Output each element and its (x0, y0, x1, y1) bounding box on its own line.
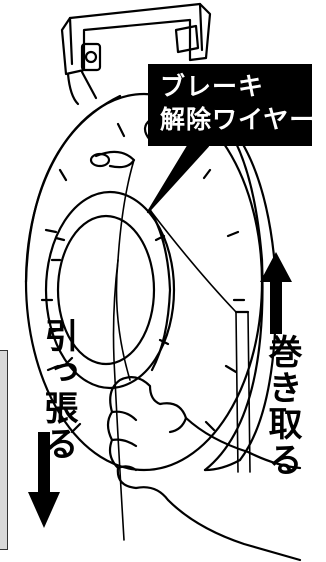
wind-label: 巻き取る (262, 334, 302, 478)
brake-release-wire-callout: ブレーキ 解除ワイヤー (148, 64, 316, 146)
arrow-up-icon (260, 252, 292, 334)
bracket (60, 2, 212, 76)
callout-line-2: 解除ワイヤー (160, 105, 316, 134)
pull-label: 引っ張る (38, 318, 78, 462)
side-panel (0, 350, 8, 550)
arrow-down-icon (28, 432, 60, 528)
reel-hub-inner (56, 214, 156, 366)
reel-hub-outer (44, 190, 176, 390)
callout-line-1: ブレーキ (160, 72, 265, 101)
hand (106, 375, 302, 562)
